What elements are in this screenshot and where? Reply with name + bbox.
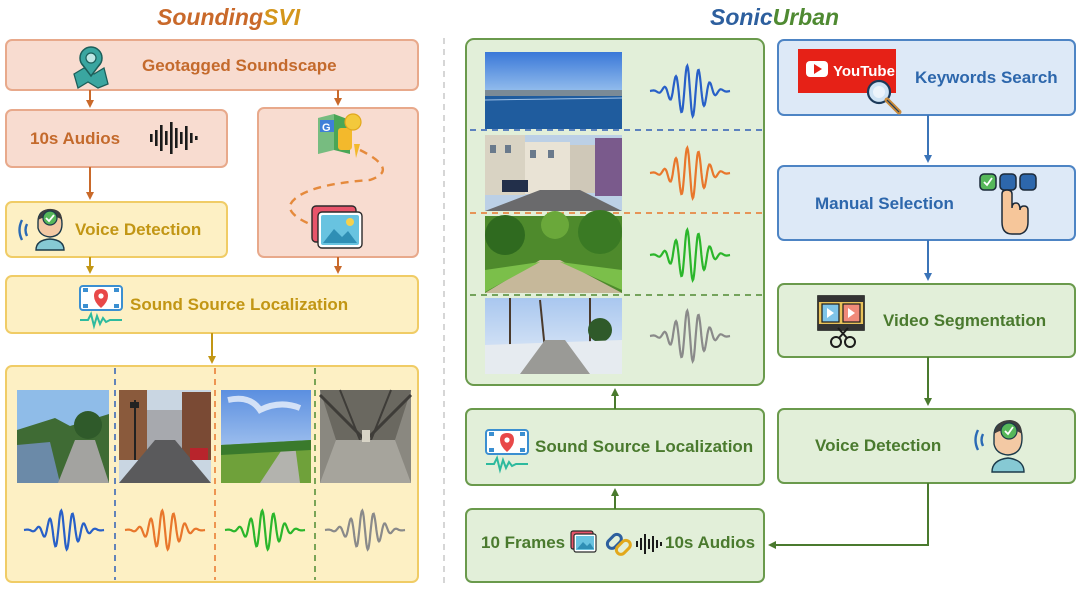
voice-detection-icon: [18, 208, 65, 251]
right-title: SonicUrban: [710, 4, 839, 31]
street-image-4: [318, 389, 413, 483]
google-street-view-icon: G: [318, 113, 362, 158]
frame-image-1: [484, 52, 623, 129]
magnifier-icon: [866, 79, 902, 115]
waveform-orange-left: [124, 508, 206, 552]
street-view-path: [288, 148, 384, 227]
waveform-green-right: [649, 226, 731, 284]
link-icon: [605, 532, 632, 556]
frames-label: 10 Frames: [481, 533, 566, 552]
right-title-suffix: Urban: [772, 4, 840, 30]
map-pin-icon: [73, 46, 109, 89]
waveform-gray-right: [649, 307, 731, 365]
street-image-1: [17, 390, 109, 483]
checkbox-hand-icon: [979, 173, 1037, 235]
soundwave-small-icon: [636, 534, 662, 554]
frame-image-2: [485, 135, 622, 211]
soundwave-icon: [150, 122, 198, 154]
street-image-2: [119, 390, 211, 483]
voice-detection-right-label: Voice Detection: [815, 436, 942, 455]
video-segmentation-label: Video Segmentation: [883, 311, 1047, 330]
youtube-logo-icon: YouTube: [798, 49, 896, 93]
left-title: SoundingSVI: [157, 4, 300, 31]
sound-localization-icon: [79, 285, 123, 330]
left-title-prefix: Sounding: [157, 4, 264, 30]
image-small-icon: [570, 530, 597, 553]
geotagged-soundscape-box: [5, 39, 419, 91]
arrow-voice-frames: [768, 483, 929, 549]
waveform-green-left: [224, 508, 306, 552]
audios-label: 10s Audios: [30, 129, 121, 148]
ssl-label: Sound Source Localization: [130, 295, 349, 314]
left-title-suffix: SVI: [263, 4, 301, 30]
svg-text:G: G: [322, 122, 331, 134]
image-stack-icon: [311, 205, 363, 249]
waveform-blue-right: [649, 62, 731, 120]
sound-localization-right-icon: [485, 429, 529, 474]
street-image-3: [221, 390, 311, 483]
film-scissors-icon: [817, 295, 865, 348]
audios-right-label: 10s Audios: [665, 533, 756, 552]
voice-detection-right-icon: [974, 420, 1025, 473]
keywords-search-label: Keywords Search: [915, 68, 1058, 87]
waveform-orange-right: [649, 144, 731, 202]
ssl-right-label: Sound Source Localization: [535, 437, 754, 456]
right-title-prefix: Sonic: [710, 4, 773, 30]
frame-image-3: [485, 210, 622, 293]
youtube-logo-text: YouTube: [833, 63, 895, 80]
voice-detection-label: Voice Detection: [75, 220, 202, 239]
waveform-blue-left: [23, 508, 105, 552]
waveform-gray-left: [324, 508, 406, 552]
manual-selection-label: Manual Selection: [815, 194, 954, 213]
geotagged-soundscape-label: Geotagged Soundscape: [142, 56, 337, 75]
frame-image-4: [485, 298, 622, 374]
